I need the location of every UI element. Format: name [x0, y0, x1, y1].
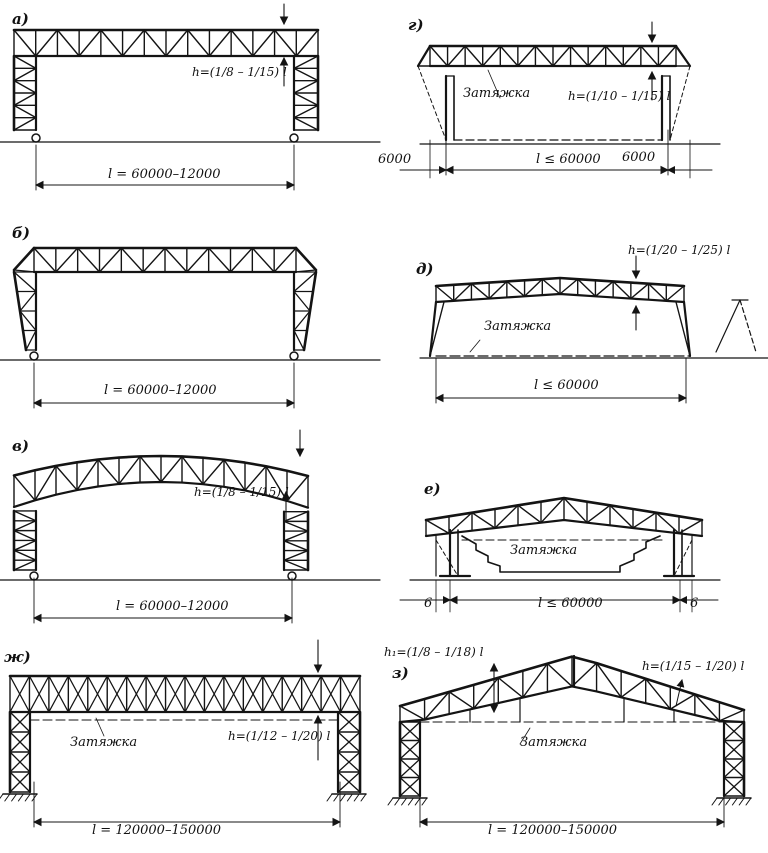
span-zh: l = 120000–150000: [92, 823, 221, 838]
label-z: з): [392, 664, 409, 682]
edge-left-g: 6000: [378, 152, 411, 167]
frame-v: [0, 429, 381, 624]
tie-e: Затяжка: [510, 543, 577, 558]
edge-right-g: 6000: [622, 150, 655, 165]
label-zh: ж): [4, 648, 31, 666]
edge-right-e: 6: [690, 596, 698, 611]
formula-z: h=(1/15 – 1/20) l: [642, 659, 744, 673]
span-z: l = 120000–150000: [488, 823, 617, 838]
label-a: а): [12, 10, 29, 28]
tie-z: Затяжка: [520, 735, 587, 750]
formula-v: h=(1/8 – 1/15) l: [194, 485, 289, 499]
span-e: l ≤ 60000: [538, 596, 603, 611]
edge-left-e: 6: [424, 596, 432, 611]
span-g: l ≤ 60000: [536, 152, 601, 167]
label-e: е): [424, 480, 441, 498]
span-a: l = 60000–12000: [108, 167, 221, 182]
frame-d: [419, 255, 768, 404]
frame-zh: [0, 639, 367, 828]
frame-z: [387, 654, 752, 828]
span-b: l = 60000–12000: [104, 383, 217, 398]
formula-top-z: h₁=(1/8 – 1/18) l: [384, 645, 484, 659]
frame-b: [0, 246, 381, 409]
formula-zh: h=(1/12 – 1/20) l: [228, 729, 330, 743]
formula-g: h=(1/10 – 1/15) l: [568, 89, 670, 103]
tie-zh: Затяжка: [70, 735, 137, 750]
formula-a: h=(1/8 – 1/15) l: [192, 65, 287, 79]
label-b: б): [12, 224, 30, 242]
frame-a: [0, 3, 381, 191]
span-v: l = 60000–12000: [116, 599, 229, 614]
tie-d: Затяжка: [484, 319, 551, 334]
label-v: в): [12, 437, 29, 455]
span-d: l ≤ 60000: [534, 378, 599, 393]
tie-g: Затяжка: [463, 86, 530, 101]
frame-g: [399, 21, 721, 179]
label-g: г): [408, 16, 424, 34]
frame-e: [399, 496, 721, 613]
label-d: д): [416, 260, 434, 278]
formula-d: h=(1/20 – 1/25) l: [628, 243, 730, 257]
